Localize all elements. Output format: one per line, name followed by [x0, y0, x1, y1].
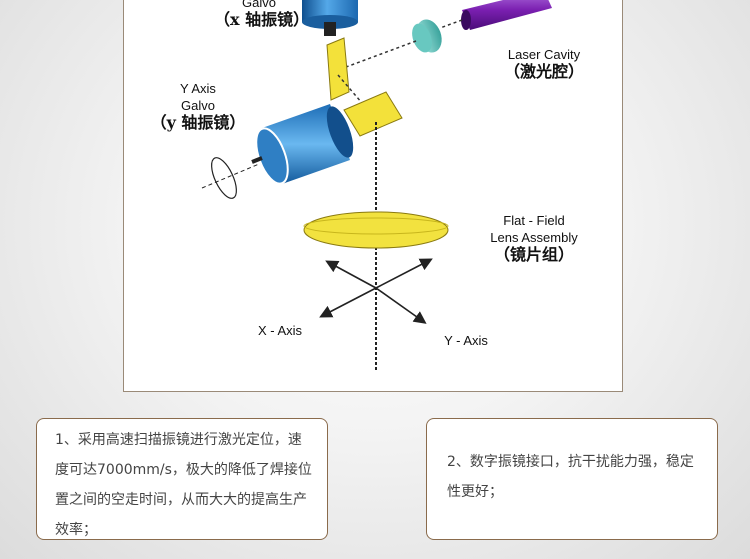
laser-beam	[439, 19, 463, 29]
galvo-diagram-panel: Galvo （x 轴振镜） Y Axis Galvo （y 轴振镜） Laser…	[123, 0, 623, 392]
laser-cavity-label-en: Laser Cavity	[507, 47, 581, 62]
feature-card-1: 1、采用高速扫描振镜进行激光定位，速度可达7000mm/s，极大的降低了焊接位置…	[36, 418, 328, 540]
laser-cavity-tube	[461, 0, 552, 30]
lens-label-cn: （镜片组）	[493, 245, 574, 264]
x-mirror	[326, 37, 350, 101]
lens-label-en-1: Flat - Field	[503, 213, 565, 228]
xy-axes	[319, 258, 433, 324]
lens-label-en-2: Lens Assembly	[490, 230, 578, 245]
beam-to-x-mirror	[337, 40, 417, 71]
y-galvo-label-en-2: Galvo	[181, 98, 215, 113]
flat-field-lens	[303, 211, 449, 249]
y-galvo-label: Y Axis Galvo （y 轴振镜）	[148, 80, 248, 131]
y-axis-label: Y - Axis	[444, 333, 488, 348]
laser-cavity-label-cn: （激光腔）	[503, 62, 584, 81]
feature-card-2-text: 2、数字振镜接口，抗干扰能力强，稳定性更好；	[447, 454, 694, 500]
lens-label: Flat - Field Lens Assembly （镜片组）	[474, 212, 594, 263]
laser-cavity-label: Laser Cavity （激光腔）	[494, 46, 594, 80]
feature-card-1-text: 1、采用高速扫描振镜进行激光定位，速度可达7000mm/s，极大的降低了焊接位置…	[55, 432, 312, 538]
y-galvo-label-en-1: Y Axis	[180, 81, 216, 96]
x-axis-label: X - Axis	[257, 323, 303, 338]
galvo-diagram-svg	[201, 0, 552, 370]
x-galvo-motor	[302, 0, 358, 36]
rotation-symbol-icon	[201, 157, 260, 199]
x-galvo-label: Galvo （x 轴振镜）	[214, 0, 310, 29]
feature-card-2: 2、数字振镜接口，抗干扰能力强，稳定性更好；	[426, 418, 718, 540]
x-galvo-label-en: Galvo	[242, 0, 276, 10]
cavity-lens	[412, 19, 442, 53]
y-mirror	[343, 91, 403, 137]
x-galvo-label-cn: （x 轴振镜）	[214, 10, 310, 29]
y-galvo-label-cn: （y 轴振镜）	[150, 113, 246, 132]
y-galvo-motor	[251, 104, 354, 185]
